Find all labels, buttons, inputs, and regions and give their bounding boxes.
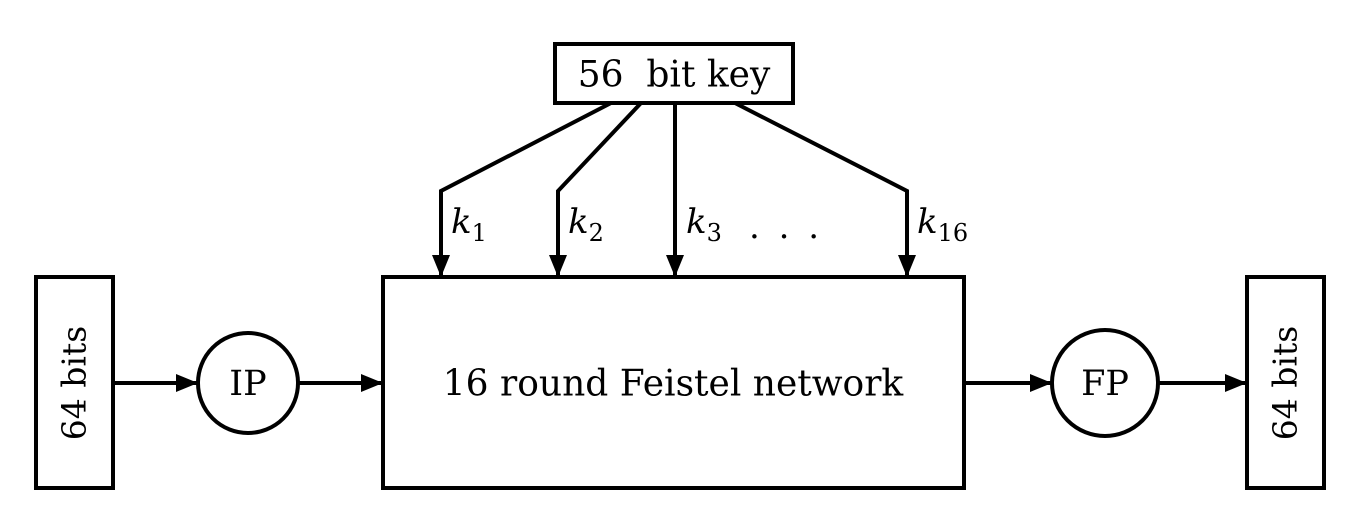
round-key-arrow-k2 [549, 101, 643, 277]
fp-node-label: FP [1081, 364, 1129, 404]
round-key-k3-subscript: 3 [707, 219, 722, 247]
input-bits-label: 64 bits [55, 326, 94, 440]
round-key-label-k1: k1 [451, 202, 487, 247]
round-key-arrow-k1 [432, 101, 612, 277]
round-keys-ellipsis: . . . [749, 207, 823, 247]
round-key-label-k3: k3 [686, 202, 722, 247]
feistel-network-box [381, 275, 966, 490]
round-key-k1-subscript: 1 [472, 219, 487, 247]
round-key-k2-subscript: 2 [589, 219, 604, 247]
feistel-network-label: 16 round Feistel network [443, 364, 905, 405]
round-key-label-k16: k16 [917, 202, 968, 247]
input-bits-box [34, 275, 115, 490]
ip-node [196, 331, 300, 435]
output-bits-label: 64 bits [1266, 326, 1305, 440]
round-key-k2-base: k [568, 202, 589, 242]
round-key-k16-subscript: 16 [938, 219, 969, 247]
round-key-label-k2: k2 [568, 202, 604, 247]
round-key-arrow-k16 [734, 101, 916, 277]
round-key-k3-base: k [686, 202, 707, 242]
round-key-k1-base: k [451, 202, 472, 242]
fp-node [1050, 328, 1160, 438]
output-bits-box [1245, 275, 1326, 490]
ip-node-label: IP [229, 364, 266, 404]
round-key-k16-base: k [917, 202, 938, 242]
key-box-label: 56 bit key [578, 55, 771, 96]
